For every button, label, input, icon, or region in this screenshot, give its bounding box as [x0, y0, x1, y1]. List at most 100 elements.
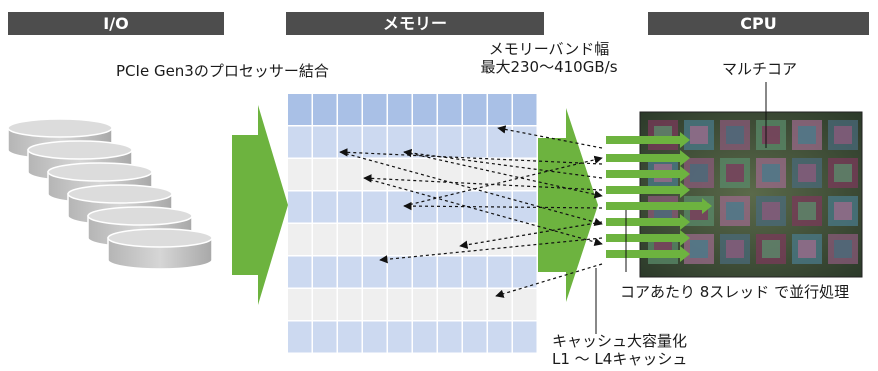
access-arrow: [403, 155, 603, 207]
memory-cell: [288, 191, 312, 223]
thread-arrow: [606, 214, 690, 230]
access-arrow: [363, 177, 603, 247]
memory-cell: [438, 321, 462, 353]
io-header: I/O: [8, 12, 224, 35]
cache-line1: キャッシュ大容量化: [552, 332, 688, 350]
memory-cell: [488, 94, 512, 125]
cpu-die-photo: [639, 111, 863, 278]
memory-cell: [313, 159, 337, 190]
memory-cell: [413, 224, 437, 255]
memory-cell: [413, 289, 437, 320]
memory-cell: [463, 224, 487, 255]
memory-cell: [513, 321, 537, 353]
memory-cell: [513, 256, 537, 288]
memory-cell: [488, 159, 512, 190]
memory-cell: [363, 191, 387, 223]
memory-cell: [388, 224, 412, 255]
memory-cell: [438, 289, 462, 320]
memory-access-arrows: [339, 125, 603, 298]
access-arrow: [339, 148, 603, 165]
memory-cell: [288, 126, 312, 158]
bandwidth-line1: メモリーバンド幅: [488, 40, 610, 58]
memory-cell: [313, 94, 337, 125]
memory-cell: [313, 256, 337, 288]
cache-line2: L1 ～ L4キャッシュ: [552, 350, 688, 368]
memory-cell: [463, 159, 487, 190]
memory-cell: [413, 321, 437, 353]
access-arrow: [403, 151, 603, 199]
memory-cell: [463, 289, 487, 320]
memory-cell: [363, 94, 387, 125]
memory-cell: [513, 159, 537, 190]
memory-cell: [438, 256, 462, 288]
memory-cell: [313, 289, 337, 320]
memory-cell: [513, 126, 537, 158]
memory-cell: [288, 289, 312, 320]
access-arrow: [379, 237, 603, 264]
multicore-label: マルチコア: [722, 60, 798, 78]
memory-cell: [388, 126, 412, 158]
cache-label: キャッシュ大容量化 L1 ～ L4キャッシュ: [552, 332, 687, 368]
memory-cell: [488, 256, 512, 288]
memory-cell: [338, 321, 362, 353]
memory-cell: [338, 224, 362, 255]
memory-cell: [413, 191, 437, 223]
bandwidth-label: メモリーバンド幅 最大230～410GB/s: [474, 40, 624, 76]
memory-cell: [463, 94, 487, 125]
thread-arrow: [606, 132, 690, 148]
thread-arrows: [606, 132, 712, 262]
memory-cell: [438, 94, 462, 125]
memory-cell: [288, 94, 312, 125]
memory-cell: [488, 126, 512, 158]
memory-cell: [313, 224, 337, 255]
memory-cell: [413, 256, 437, 288]
threads-label: コアあたり 8スレッド で並行処理: [620, 283, 850, 301]
memory-cell: [363, 289, 387, 320]
thread-arrow: [606, 198, 712, 214]
memory-cell: [438, 126, 462, 158]
thread-arrow: [606, 246, 690, 262]
pcie-label: PCIe Gen3のプロセッサー結合: [116, 62, 329, 80]
cpu-header: CPU: [648, 12, 869, 35]
thread-arrow: [606, 182, 690, 198]
memory-grid: [288, 94, 537, 353]
access-arrow: [495, 263, 603, 298]
memory-cell: [513, 191, 537, 223]
memory-cell: [338, 94, 362, 125]
bandwidth-arrow: [538, 108, 598, 302]
disk: [107, 228, 213, 270]
thread-arrow: [606, 150, 690, 166]
memory-cell: [363, 126, 387, 158]
memory-cell: [313, 126, 337, 158]
memory-cell: [388, 159, 412, 190]
access-arrow: [363, 174, 603, 191]
memory-cell: [513, 224, 537, 255]
memory-cell: [463, 321, 487, 353]
memory-cell: [388, 94, 412, 125]
memory-cell: [513, 94, 537, 125]
memory-cell: [288, 256, 312, 288]
memory-cell: [388, 289, 412, 320]
memory-cell: [488, 321, 512, 353]
bandwidth-line2: 最大230～410GB/s: [480, 58, 618, 76]
memory-cell: [388, 256, 412, 288]
memory-cell: [313, 321, 337, 353]
memory-cell: [313, 191, 337, 223]
access-arrow: [459, 221, 603, 249]
memory-cell: [388, 321, 412, 353]
memory-cell: [338, 159, 362, 190]
memory-cell: [513, 289, 537, 320]
memory-cell: [338, 256, 362, 288]
memory-cell: [288, 321, 312, 353]
memory-cell: [413, 126, 437, 158]
stacked-disk-icon: [7, 118, 213, 270]
memory-cell: [338, 191, 362, 223]
thread-arrow: [606, 166, 690, 182]
thread-arrow: [606, 230, 690, 246]
memory-header: メモリー: [286, 12, 544, 35]
memory-cell: [288, 159, 312, 190]
memory-cell: [488, 289, 512, 320]
memory-cell: [288, 224, 312, 255]
pcie-arrow: [232, 105, 288, 305]
